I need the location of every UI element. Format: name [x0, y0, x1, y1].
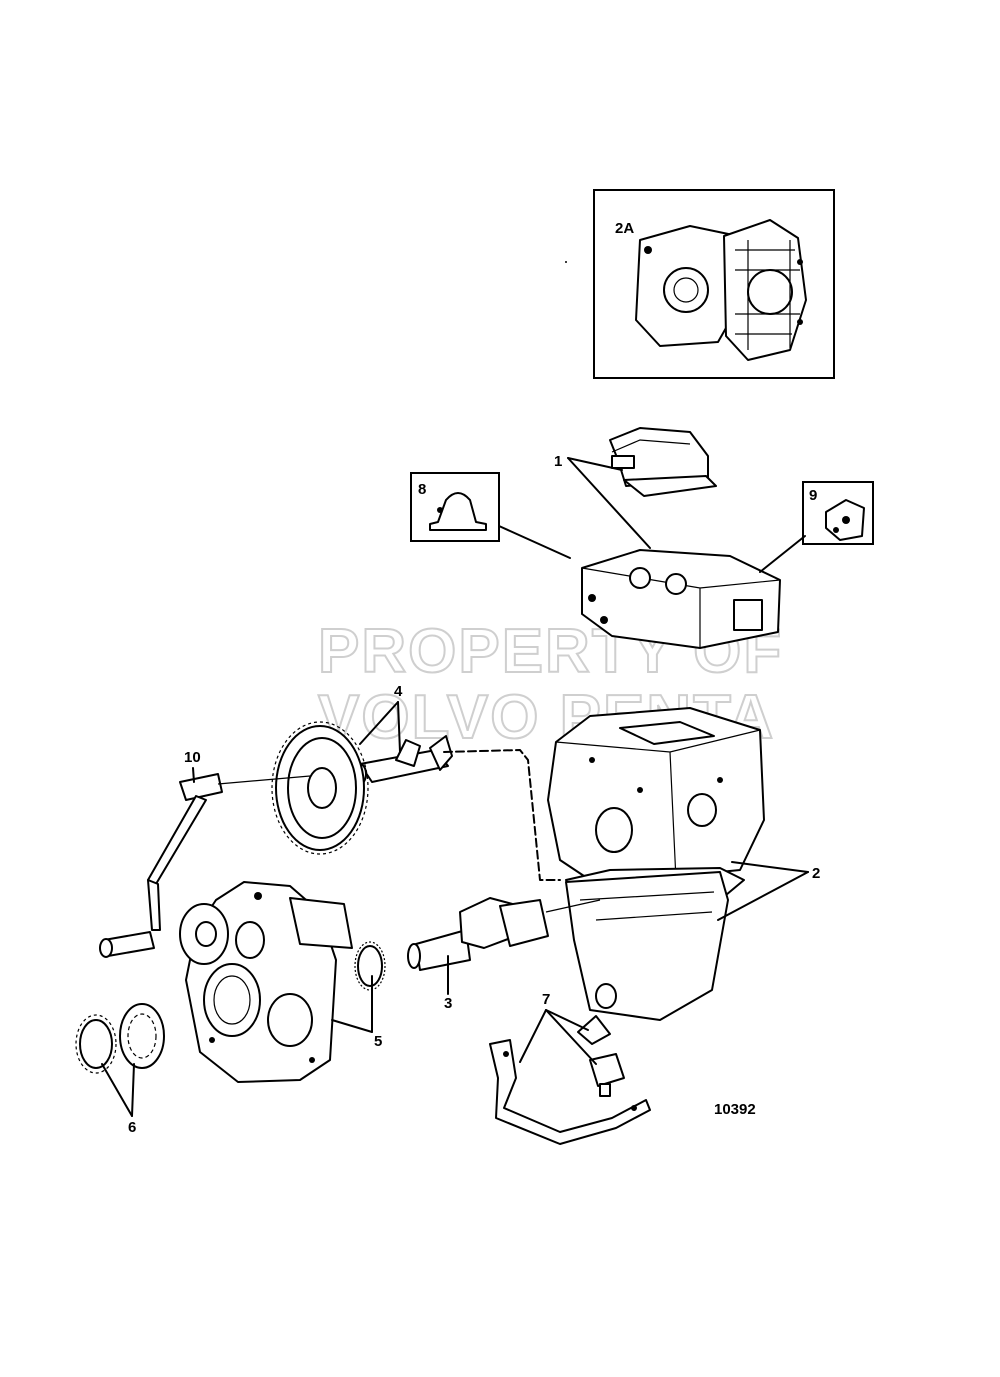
- oil-sump: [565, 871, 729, 1021]
- callout-3: 3: [444, 995, 452, 1012]
- leader-10: [192, 767, 195, 783]
- rubber-mount: [589, 1053, 625, 1097]
- leader-1a: [567, 457, 623, 471]
- leader-9: [759, 535, 806, 573]
- leader-2b: [717, 871, 809, 921]
- leader-6a: [101, 1063, 133, 1117]
- leader-5b: [331, 1019, 373, 1033]
- crank-engagement-line: [217, 775, 311, 785]
- inset-gasket-plate: 9: [802, 481, 874, 545]
- leader-4b: [397, 701, 401, 753]
- engine-block: [547, 707, 765, 905]
- callout-6: 6: [128, 1119, 136, 1136]
- callout-5: 5: [374, 1033, 382, 1050]
- callout-2a: 2A: [615, 220, 634, 237]
- cylinder-head: [581, 549, 781, 649]
- engine-mounting-bracket: [489, 1039, 651, 1145]
- callout-2: 2: [812, 865, 820, 882]
- leader-7b: [545, 1009, 597, 1065]
- starting-crank: [99, 773, 223, 958]
- leader-4a: [359, 701, 399, 745]
- crankshaft: [407, 897, 549, 971]
- mounting-plate: [577, 1015, 611, 1045]
- small-gear: [354, 941, 386, 991]
- callout-9: 9: [809, 487, 817, 504]
- callout-10: 10: [184, 749, 201, 766]
- callout-1: 1: [554, 453, 562, 470]
- crankshaft-alignment-line: [545, 899, 601, 913]
- inset-flywheel-housing: 2A: [593, 189, 835, 379]
- callout-7: 7: [542, 991, 550, 1008]
- callout-8: 8: [418, 481, 426, 498]
- flywheel-housing-drawing: [635, 219, 807, 361]
- camshaft-gear: [271, 721, 369, 855]
- leader-8: [498, 525, 571, 559]
- figure-number: 10392: [714, 1101, 756, 1118]
- pulley: [179, 903, 229, 965]
- leader-7a: [545, 1009, 589, 1031]
- leader-6b: [131, 1063, 135, 1117]
- assembly-path-line: [443, 749, 561, 881]
- callout-4: 4: [394, 683, 403, 700]
- oil-pump-gears: [75, 1003, 165, 1074]
- inset-clamp: 8: [410, 472, 500, 542]
- leader-7c: [519, 1009, 547, 1063]
- rocker-cover: [609, 427, 717, 497]
- leader-1b: [567, 457, 651, 549]
- leader-2a: [731, 861, 809, 873]
